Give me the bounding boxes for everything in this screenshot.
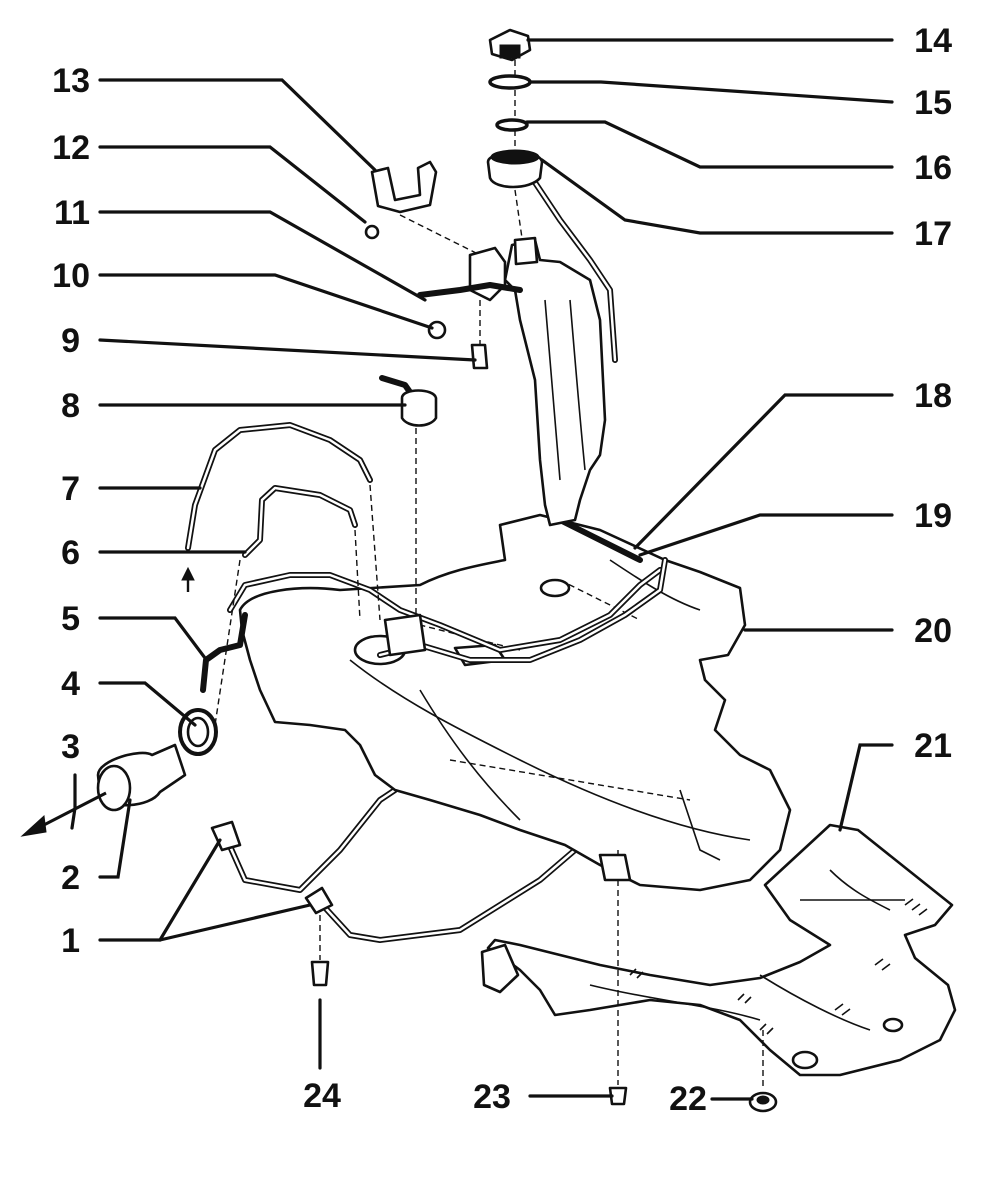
fuel-sender	[379, 375, 438, 657]
callout-23: 23	[473, 1078, 511, 1116]
callout-19: 19	[914, 497, 952, 535]
callout-22: 22	[669, 1080, 707, 1118]
callout-6: 6	[61, 534, 80, 572]
callout-5: 5	[61, 600, 80, 638]
filler-cap-and-seals	[488, 28, 532, 132]
callout-10: 10	[52, 257, 90, 295]
callout-20: 20	[914, 612, 952, 650]
fasteners	[310, 850, 778, 1113]
fuel-tank	[238, 513, 792, 892]
callout-21: 21	[914, 727, 952, 765]
heat-shield	[480, 823, 957, 1077]
callout-24: 24	[303, 1077, 341, 1115]
bracket-assembly	[364, 160, 523, 370]
callout-8: 8	[61, 387, 80, 425]
fuel-filter	[96, 708, 218, 812]
flow-arrow	[20, 791, 107, 837]
callout-9: 9	[61, 322, 80, 360]
callout-14: 14	[914, 22, 952, 60]
callout-17: 17	[914, 215, 952, 253]
callout-18: 18	[914, 377, 952, 415]
callout-2: 2	[61, 859, 80, 897]
filler-neck	[486, 50, 618, 527]
callout-3: 3	[61, 728, 80, 766]
callout-labels: 13 12 11 10 9 8 7 6 5 4 3 2 1 14 15 16 1…	[52, 22, 952, 1118]
leader-lines	[70, 38, 894, 1101]
callout-7: 7	[61, 470, 80, 508]
callout-12: 12	[52, 129, 90, 167]
fuel-lines	[181, 422, 381, 726]
callout-15: 15	[914, 84, 952, 122]
callout-11: 11	[54, 194, 90, 232]
callout-1: 1	[61, 922, 80, 960]
callout-13: 13	[52, 62, 90, 100]
callout-16: 16	[914, 149, 952, 187]
callout-4: 4	[61, 665, 80, 703]
